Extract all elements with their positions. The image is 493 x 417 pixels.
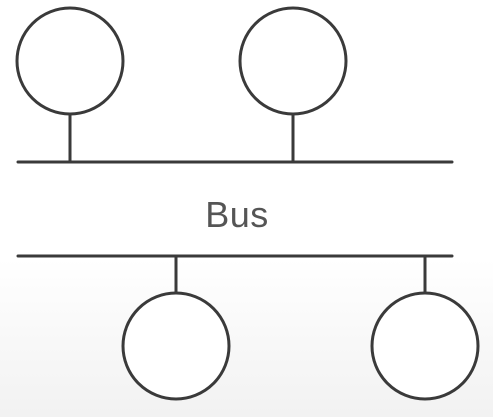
node-circle xyxy=(238,6,348,116)
node-circle xyxy=(15,6,125,116)
node-bottom-left xyxy=(121,256,231,401)
bus-label: Bus xyxy=(205,194,269,235)
node-circle xyxy=(121,291,231,401)
node-bottom-right xyxy=(370,256,480,401)
node-top-right xyxy=(238,6,348,162)
node-circle xyxy=(370,291,480,401)
node-top-left xyxy=(15,6,125,162)
